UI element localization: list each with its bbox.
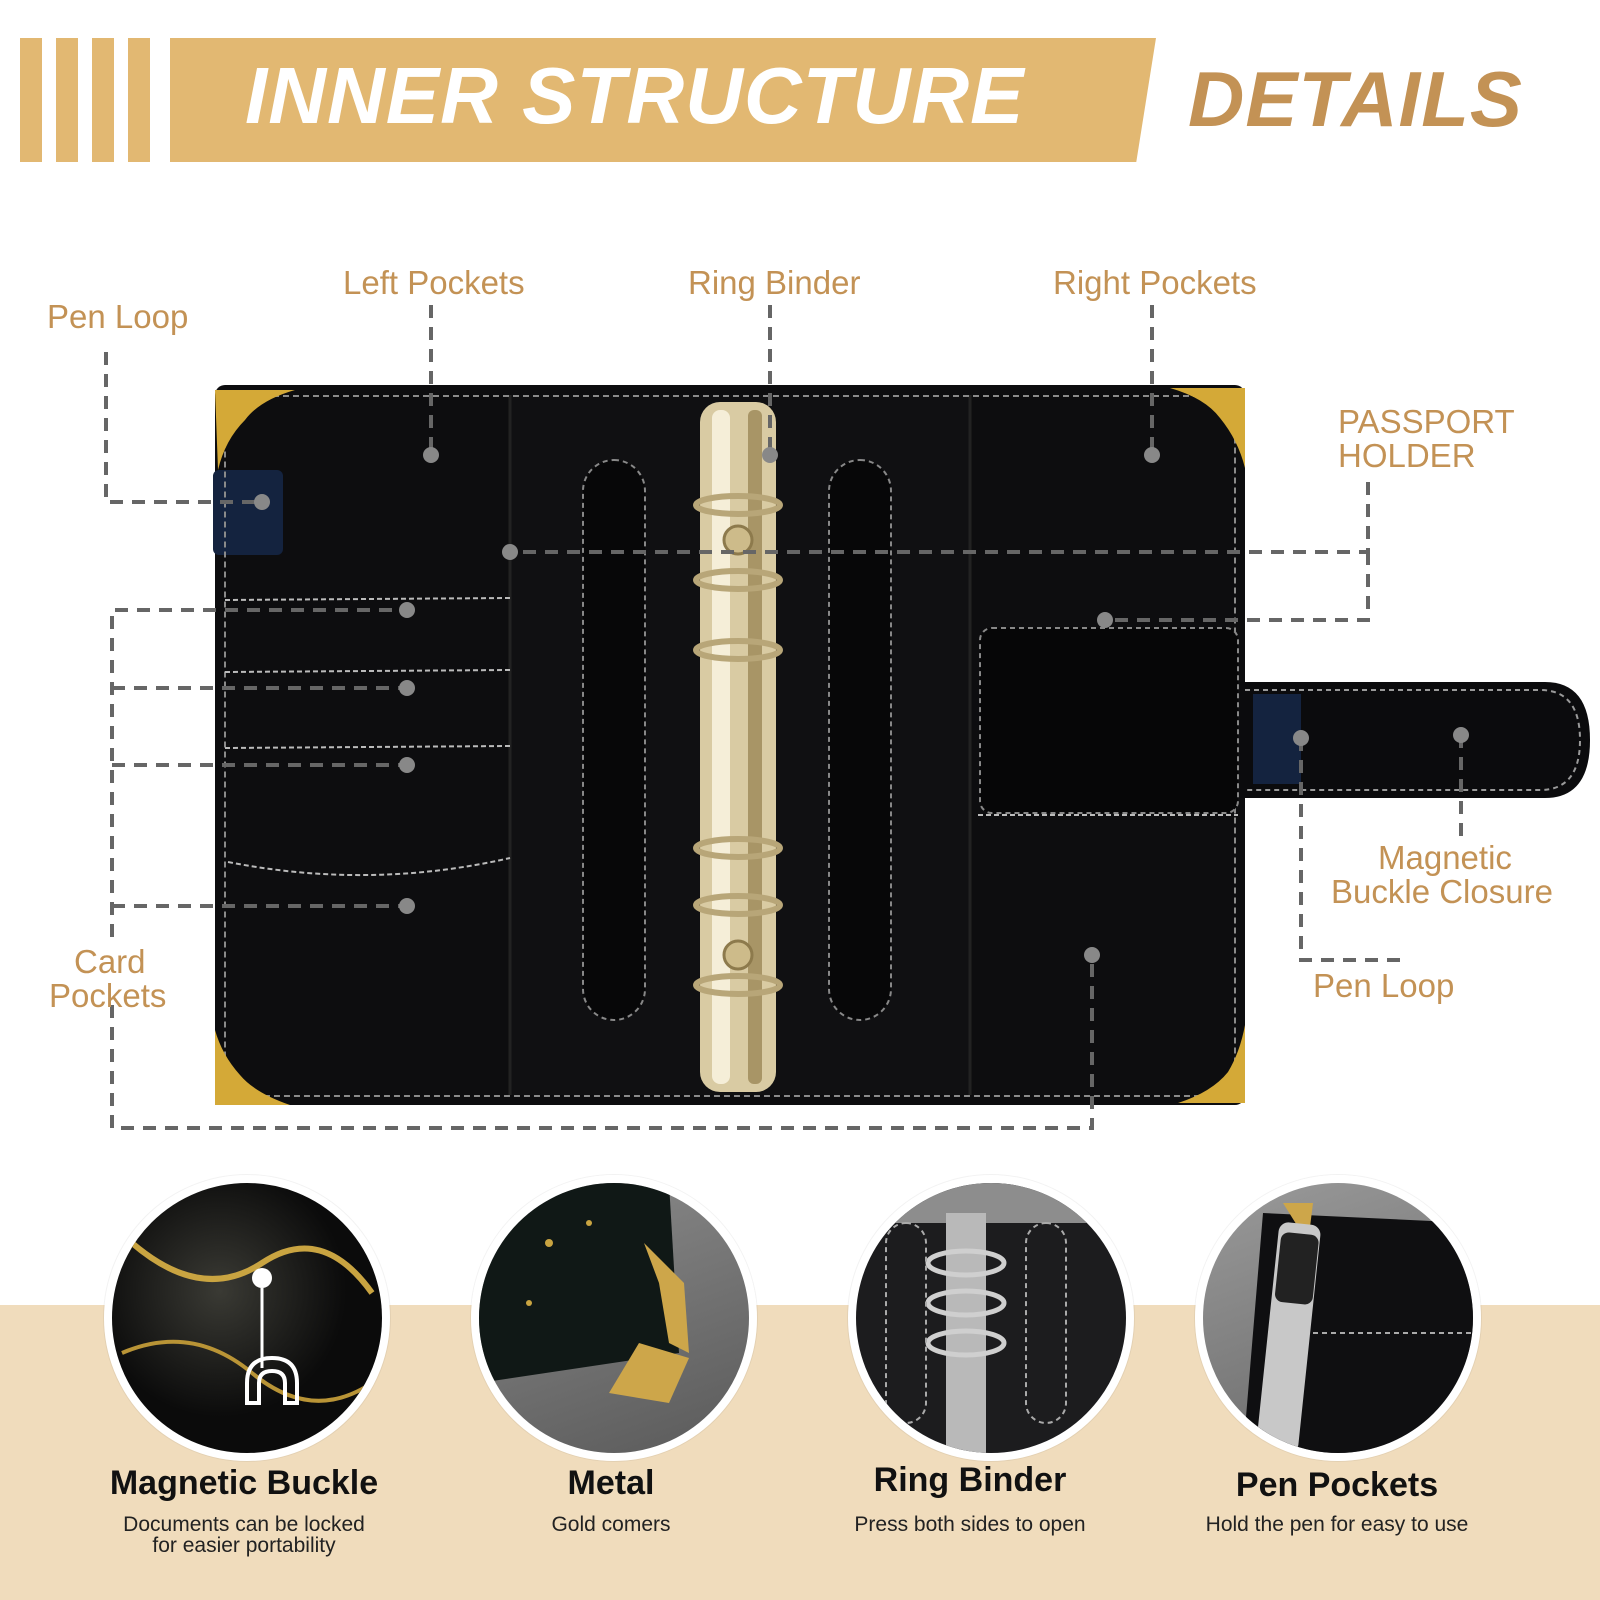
feature-desc-magnetic-2: for easier portability bbox=[152, 1534, 336, 1557]
gold-corner-top-right bbox=[1170, 388, 1245, 468]
magnetic-strap bbox=[1240, 682, 1590, 798]
header-stripe-4 bbox=[128, 38, 150, 162]
feature-desc-ring-binder: Press both sides to open bbox=[854, 1513, 1086, 1536]
callout-magnetic-line2: Buckle Closure bbox=[1331, 873, 1553, 910]
pen-loop-right-band bbox=[1253, 694, 1301, 784]
gold-corner-bottom-right bbox=[1178, 1025, 1245, 1103]
gold-corner-top-left bbox=[215, 390, 295, 470]
feature-title-pen-pockets: Pen Pockets bbox=[1235, 1466, 1439, 1504]
callout-right-pockets: Right Pockets bbox=[1053, 264, 1257, 301]
feature-desc-pen-pockets: Hold the pen for easy to use bbox=[1205, 1513, 1469, 1536]
left-slot bbox=[582, 459, 646, 1021]
pen-loop-left-band bbox=[213, 470, 283, 555]
callout-ring-binder: Ring Binder bbox=[688, 264, 861, 301]
passport-holder bbox=[979, 627, 1239, 814]
callout-pen-loop-left: Pen Loop bbox=[47, 298, 189, 335]
binder-illustration bbox=[104, 305, 1590, 1130]
callout-left-pockets: Left Pockets bbox=[343, 264, 525, 301]
header-banner bbox=[170, 38, 1156, 162]
feature-photo-pen-pocket bbox=[1195, 1175, 1481, 1461]
header-stripe-2 bbox=[56, 38, 78, 162]
header-stripe-3 bbox=[92, 38, 114, 162]
ring-binder-bar bbox=[700, 402, 776, 1092]
feature-title-metal: Metal bbox=[567, 1464, 655, 1502]
callout-card-pockets-line2: Pockets bbox=[49, 977, 167, 1014]
feature-title-ring-binder: Ring Binder bbox=[873, 1461, 1067, 1499]
gold-corner-bottom-left bbox=[215, 1030, 290, 1105]
right-slot bbox=[828, 459, 892, 1021]
callout-magnetic-line1: Magnetic bbox=[1378, 839, 1512, 876]
callout-card-pockets-line1: Card bbox=[74, 943, 146, 980]
callout-pen-loop-right: Pen Loop bbox=[1313, 967, 1455, 1004]
feature-photo-magnetic bbox=[104, 1175, 390, 1461]
feature-desc-metal: Gold comers bbox=[551, 1513, 671, 1536]
header-stripe-1 bbox=[20, 38, 42, 162]
feature-photo-metal-corners bbox=[471, 1175, 757, 1461]
header-title: INNER STRUCTURE bbox=[245, 51, 1025, 140]
feature-photo-ring-binder bbox=[848, 1175, 1134, 1461]
feature-desc-magnetic-1: Documents can be locked bbox=[123, 1513, 365, 1536]
feature-title-magnetic: Magnetic Buckle bbox=[109, 1464, 379, 1502]
header-subtitle: DETAILS bbox=[1188, 55, 1523, 143]
callout-passport-holder-line2: HOLDER bbox=[1338, 437, 1476, 474]
callout-passport-holder-line1: PASSPORT bbox=[1338, 403, 1515, 440]
